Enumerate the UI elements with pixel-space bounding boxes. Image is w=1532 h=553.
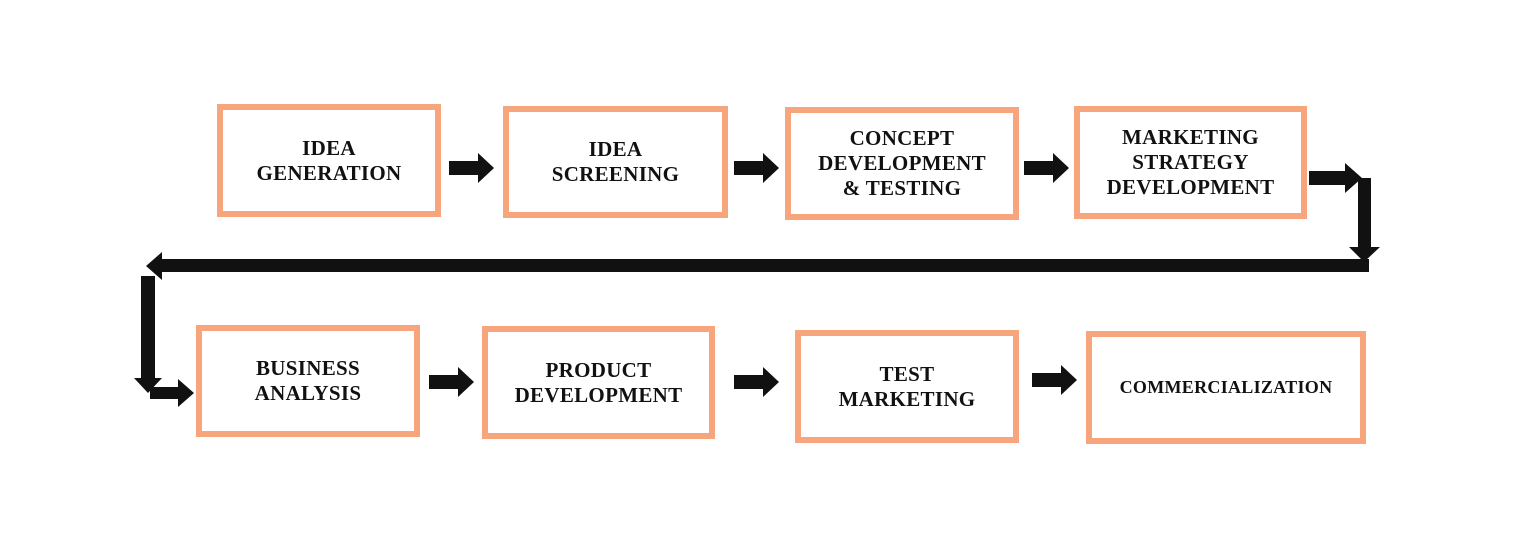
arrow-right-7 [1032,365,1077,395]
arrow-right-3 [1024,153,1069,183]
step-concept-development-testing: CONCEPT DEVELOPMENT & TESTING [785,107,1019,220]
arrow-right-2 [734,153,779,183]
arrow-right-4 [1309,163,1362,193]
arrow-right-1 [449,153,494,183]
arrow-into-business-analysis [150,379,194,407]
arrow-right-5 [429,367,474,397]
connector-down-right [1349,178,1380,262]
step-label: TEST MARKETING [838,361,976,411]
step-business-analysis: BUSINESS ANALYSIS [196,325,420,437]
step-label: MARKETING STRATEGY DEVELOPMENT [1106,125,1275,199]
arrow-right-6 [734,367,779,397]
step-label: CONCEPT DEVELOPMENT & TESTING [818,126,986,200]
connector-down-left [134,276,162,393]
step-idea-screening: IDEA SCREENING [503,106,728,218]
connector-return-left [146,252,1369,280]
step-test-marketing: TEST MARKETING [795,330,1019,443]
step-label: IDEA SCREENING [551,137,680,186]
step-label: IDEA GENERATION [256,135,402,185]
step-label: PRODUCT DEVELOPMENT [514,357,683,407]
step-label: COMMERCIALIZATION [1119,377,1333,397]
step-idea-generation: IDEA GENERATION [217,104,441,217]
step-commercialization: COMMERCIALIZATION [1086,331,1366,444]
step-label: BUSINESS ANALYSIS [254,356,362,405]
step-product-development: PRODUCT DEVELOPMENT [482,326,715,439]
step-marketing-strategy-development: MARKETING STRATEGY DEVELOPMENT [1074,106,1307,219]
